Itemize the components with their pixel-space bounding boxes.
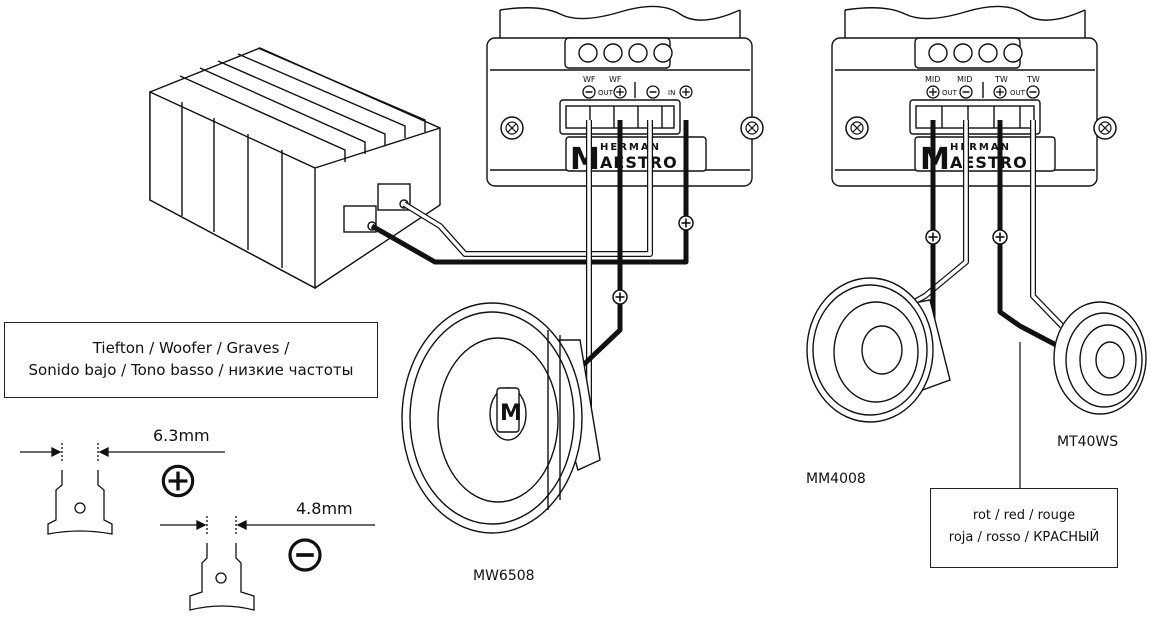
wire-color-line2: roja / rosso / КРАСНЫЙ	[948, 530, 1100, 545]
crossover-left-logo-top: HERMAN	[600, 142, 661, 153]
minus-icon	[582, 85, 596, 99]
plus-icon	[161, 464, 195, 498]
crossover-right-tw1-label: TW	[994, 75, 1008, 84]
tweeter-speaker	[1053, 301, 1147, 415]
minus-icon	[959, 85, 973, 99]
crossover-right-out1-label: OUT	[942, 89, 958, 97]
midrange-speaker	[806, 277, 951, 423]
plus-icon	[678, 215, 694, 231]
crossover-left-out-label: OUT	[598, 89, 614, 97]
wire-color-legend-box: rot / red / rouge roja / rosso / КРАСНЫЙ	[930, 488, 1118, 568]
plus-icon	[612, 289, 628, 305]
woofer-speaker	[401, 302, 601, 534]
plus-icon	[993, 85, 1007, 99]
crossover-left-logo-initial: M	[570, 142, 600, 177]
crossover-right-mid2-label: MID	[957, 75, 972, 84]
plus-icon	[926, 85, 940, 99]
crossover-right-out2-label: OUT	[1010, 89, 1026, 97]
woofer-logo: M	[500, 401, 522, 426]
midrange-model-label: MM4008	[806, 471, 866, 487]
woofer-legend-line2: Sonido bajo / Tono basso / низкие частот…	[28, 361, 354, 379]
terminal-size-large: 6.3mm	[153, 426, 210, 445]
terminal-size-small: 4.8mm	[296, 499, 353, 518]
minus-icon	[646, 85, 660, 99]
crossover-right-mid1-label: MID	[925, 75, 940, 84]
crossover-right-logo-top: HERMAN	[950, 142, 1011, 153]
minus-icon	[288, 538, 322, 572]
plus-icon	[925, 229, 941, 245]
crossover-left-wf2-label: WF	[609, 75, 622, 84]
wire-color-line1: rot / red / rouge	[972, 508, 1076, 523]
woofer-legend-line1: Tiefton / Woofer / Graves /	[92, 339, 290, 357]
crossover-right-logo-main: AESTRO	[950, 153, 1028, 172]
plus-icon	[992, 229, 1008, 245]
amplifier-heatsink	[149, 47, 441, 290]
plus-icon	[679, 85, 693, 99]
woofer-legend-box: Tiefton / Woofer / Graves / Sonido bajo …	[4, 322, 378, 398]
crossover-left-logo-main: AESTRO	[600, 153, 678, 172]
terminal-dimensions	[20, 443, 375, 611]
crossover-left-wf1-label: WF	[583, 75, 596, 84]
minus-icon	[1026, 85, 1040, 99]
plus-icon	[613, 85, 627, 99]
tweeter-model-label: MT40WS	[1057, 434, 1119, 450]
crossover-left-in-label: IN	[668, 89, 675, 97]
crossover-right-tw2-label: TW	[1026, 75, 1040, 84]
woofer-model-label: MW6508	[473, 568, 535, 584]
